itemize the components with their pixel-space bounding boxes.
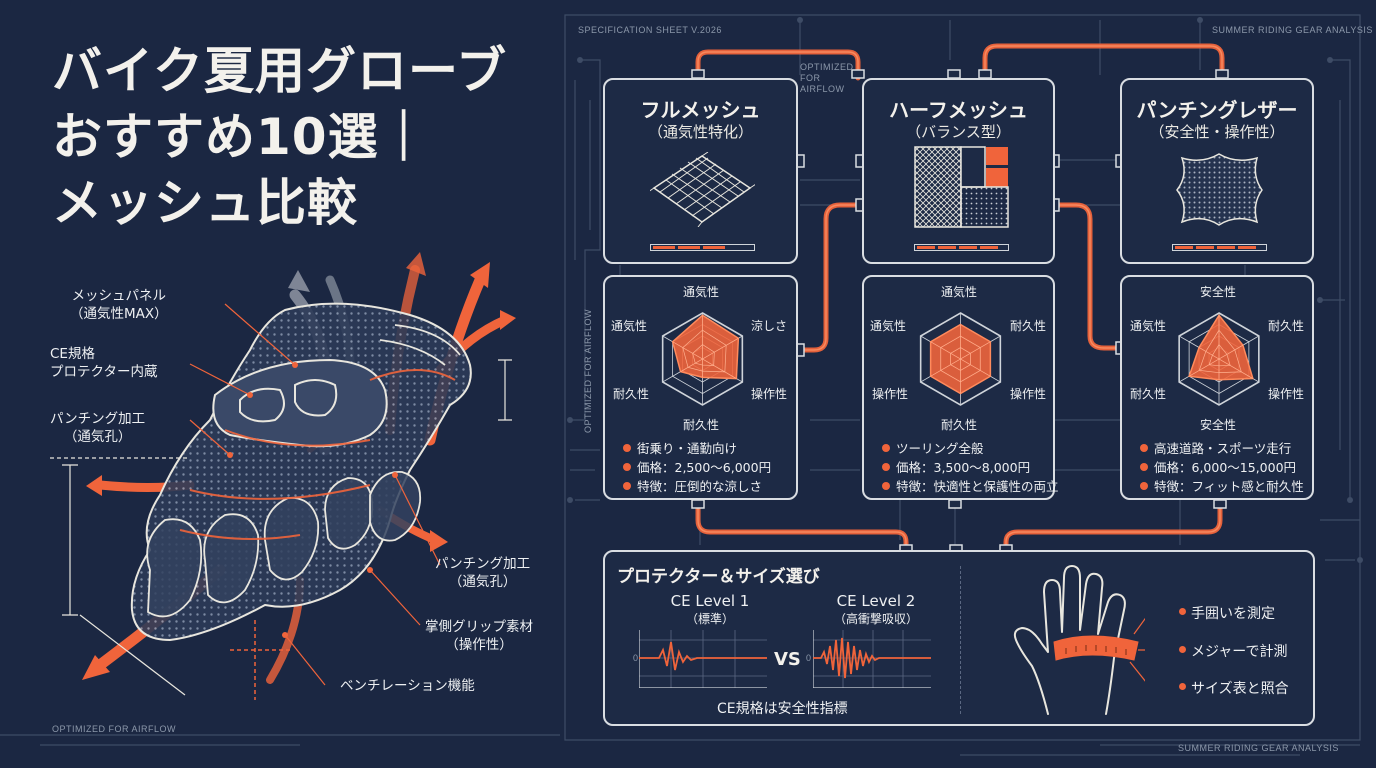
title-line-3: メッシュ比較: [52, 174, 358, 232]
footer-left-label: OPTIMIZED FOR AIRFLOW: [52, 724, 177, 734]
radar-label-lower-right: 操作性: [1010, 387, 1047, 401]
bullet-item: 特徴：フィット感と耐久性: [1140, 477, 1304, 496]
title-line-1: バイク夏用グローブ: [52, 42, 507, 100]
type-card-punching-leather: パンチングレザー （安全性・操作性）: [1120, 78, 1314, 264]
bullet-item: 高速道路・スポーツ走行: [1140, 439, 1304, 458]
ce-level-2-label: CE Level 2 （高衝撃吸収）: [833, 592, 918, 626]
type-title: フルメッシュ: [640, 98, 761, 122]
type-card-full-mesh: フルメッシュ （通気性特化）: [603, 78, 798, 264]
type-title: パンチングレザー: [1136, 98, 1298, 122]
optimized-top-label: OPTIMIZED FOR AIRFLOW: [800, 62, 854, 94]
section-title: プロテクター＆サイズ選び: [617, 567, 820, 587]
full-mesh-swatch-icon: [650, 152, 755, 227]
radar-label-lower-right: 操作性: [751, 387, 788, 401]
bullet-item: 特徴：快適性と保護性の両立: [882, 477, 1059, 496]
callout-ce-protector: CE規格 プロテクター内蔵: [50, 346, 158, 380]
radar-spoke: [1188, 358, 1220, 377]
type-level-bar: [650, 244, 755, 251]
type-bullets: 街乗り・通勤向け 価格：2,500〜6,000円 特徴：圧倒的な涼しさ: [623, 439, 771, 496]
radar-label-bottom: 安全性: [1200, 418, 1237, 432]
callout-ventilation: ベンチレーション機能: [340, 678, 475, 694]
callout-punching-right: パンチング加工 （通気孔）: [435, 556, 531, 590]
radar-spoke: [672, 341, 703, 360]
radar-label-upper-right: 耐久性: [1010, 319, 1047, 333]
radar-label-lower-left: 耐久性: [613, 387, 650, 401]
radar-label-top: 通気性: [941, 285, 978, 299]
hand-measure-icon: [1013, 565, 1145, 715]
radar-spoke: [1198, 347, 1220, 360]
protector-size-section: プロテクター＆サイズ選び CE Level 1 （標準） CE Level 2 …: [603, 550, 1315, 726]
type-bullets: 高速道路・スポーツ走行 価格：6,000〜15,000円 特徴：フィット感と耐久…: [1140, 439, 1304, 496]
bullet-item: 特徴：圧倒的な涼しさ: [623, 477, 771, 496]
bullet-item: 価格：2,500〜6,000円: [623, 458, 771, 477]
radar-label-bottom: 耐久性: [941, 418, 978, 432]
radar-spoke: [960, 358, 991, 377]
type-card-half-mesh: ハーフメッシュ （バランス型）: [862, 78, 1055, 264]
header-left-label: SPECIFICATION SHEET V.2026: [578, 25, 722, 35]
callout-palm-grip: 掌側グリップ素材 （操作性）: [425, 619, 533, 653]
glove-illustration: [50, 252, 516, 700]
radar-label-top: 通気性: [683, 285, 720, 299]
radar-spoke: [702, 337, 739, 360]
size-step-3: サイズ表と照合: [1179, 678, 1289, 698]
size-step-2: メジャーで計測: [1178, 641, 1287, 661]
ce-level-1-label: CE Level 1 （標準）: [670, 592, 750, 626]
radar-label-upper-left: 通気性: [611, 319, 648, 333]
half-mesh-swatch-icon: [914, 146, 1009, 228]
radar-card-punching-leather: 安全性 通気性 耐久性 耐久性 操作性 安全性 高速道路・スポーツ走行 価格：6…: [1120, 275, 1314, 500]
radar-spoke: [1218, 344, 1244, 360]
callout-mesh-panel: メッシュパネル （通気性MAX）: [70, 288, 168, 322]
radar-card-full-mesh: 通気性 通気性 涼しさ 耐久性 操作性 耐久性 街乗り・通勤向け 価格：2,50…: [603, 275, 798, 500]
radar-spoke: [702, 358, 737, 379]
page-title: バイク夏用グローブ おすすめ10選｜ メッシュ比較: [52, 38, 507, 236]
radar-label-top: 安全性: [1200, 285, 1237, 299]
type-subtitle: （安全性・操作性）: [1149, 123, 1285, 141]
bullet-item: 価格：6,000〜15,000円: [1140, 458, 1304, 477]
radar-spoke: [680, 358, 703, 372]
type-level-bar: [914, 244, 1009, 251]
radar-spoke: [1218, 358, 1254, 379]
ce-level-2-axis-zero: 0: [806, 653, 812, 663]
callout-punching-left: パンチング加工 （通気孔）: [50, 411, 146, 445]
radar-spoke: [930, 358, 961, 377]
radar-card-half-mesh: 通気性 通気性 耐久性 操作性 操作性 耐久性 ツーリング全般 価格：3,500…: [862, 275, 1059, 500]
footer-right-label: SUMMER RIDING GEAR ANALYSIS: [1178, 743, 1339, 753]
size-step-1: 手囲いを測定: [1179, 603, 1275, 623]
radar-chart: [919, 312, 1002, 406]
section-divider: [960, 566, 961, 714]
radar-label-lower-left: 耐久性: [1130, 387, 1167, 401]
vs-label: VS: [774, 649, 801, 670]
bullet-item: ツーリング全般: [882, 439, 1059, 458]
header-right-label: SUMMER RIDING GEAR ANALYSIS: [1212, 25, 1373, 35]
radar-chart: [1178, 312, 1260, 406]
radar-label-upper-left: 通気性: [870, 319, 907, 333]
optimized-vertical-label: OPTIMIZED FOR AIRFLOW: [583, 308, 594, 434]
punching-leather-swatch-icon: [1176, 153, 1263, 226]
radar-label-lower-right: 操作性: [1268, 387, 1305, 401]
radar-label-bottom: 耐久性: [683, 418, 720, 432]
radar-label-upper-left: 通気性: [1130, 319, 1167, 333]
type-subtitle: （バランス型）: [906, 123, 1011, 141]
bullet-item: 価格：3,500〜8,000円: [882, 458, 1059, 477]
type-subtitle: （通気性特化）: [647, 123, 753, 141]
title-line-2: おすすめ10選｜: [52, 108, 430, 166]
ce-level-1-axis-zero: 0: [633, 653, 639, 663]
type-bullets: ツーリング全般 価格：3,500〜8,000円 特徴：快適性と保護性の両立: [882, 439, 1059, 496]
type-title: ハーフメッシュ: [889, 98, 1028, 122]
radar-label-upper-right: 耐久性: [1268, 319, 1305, 333]
ce-level-1-waveform: [639, 630, 767, 688]
radar-chart: [661, 312, 744, 406]
ce-level-2-waveform: [813, 630, 931, 688]
ce-caption: CE規格は安全性指標: [717, 701, 848, 717]
radar-label-lower-left: 操作性: [872, 387, 909, 401]
type-level-bar: [1172, 244, 1267, 251]
radar-label-upper-right: 涼しさ: [751, 319, 788, 333]
bullet-item: 街乗り・通勤向け: [623, 439, 771, 458]
radar-spoke: [930, 341, 961, 360]
radar-spoke: [960, 341, 991, 360]
